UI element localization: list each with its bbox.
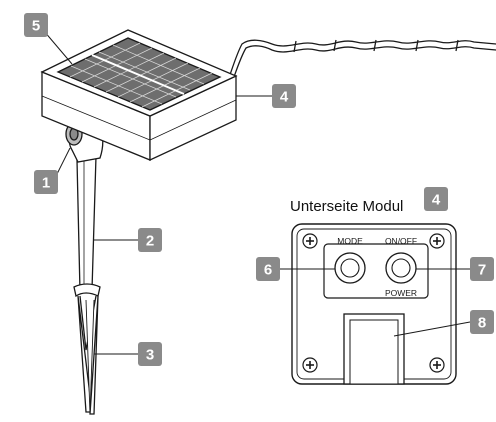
screw-top-left — [302, 233, 318, 249]
screw-bottom-left — [302, 357, 318, 373]
cable — [225, 39, 496, 89]
callout-8: 8 — [470, 310, 494, 334]
svg-text:6: 6 — [264, 262, 272, 279]
svg-text:1: 1 — [42, 175, 50, 192]
svg-text:5: 5 — [32, 18, 40, 35]
callout-1: 1 — [34, 170, 58, 194]
callout-2: 2 — [138, 228, 162, 252]
callout-3: 3 — [138, 342, 162, 366]
mode-label: MODE — [337, 236, 363, 246]
underside-title: Unterseite Modul — [290, 198, 403, 215]
onoff-label: ON/OFF — [385, 236, 417, 246]
svg-text:4: 4 — [432, 192, 441, 209]
power-label: POWER — [385, 288, 417, 298]
callout-7: 7 — [470, 257, 494, 281]
mode-button — [334, 252, 366, 284]
onoff-switch — [385, 252, 417, 284]
battery-compartment — [343, 313, 405, 385]
solar-panel-module — [40, 29, 238, 162]
callout-5: 5 — [24, 13, 48, 37]
screw-top-right — [429, 233, 445, 249]
leader-lines-underside — [280, 268, 471, 337]
screw-bottom-right — [429, 357, 445, 373]
svg-text:4: 4 — [280, 89, 289, 106]
svg-text:8: 8 — [478, 315, 486, 332]
callout-4: 4 — [272, 84, 296, 108]
svg-text:3: 3 — [146, 347, 154, 364]
ground-stake — [73, 155, 101, 415]
svg-text:7: 7 — [478, 262, 486, 279]
underside-title-badge: 4 — [424, 187, 448, 211]
callout-6: 6 — [256, 257, 280, 281]
svg-text:2: 2 — [146, 233, 154, 250]
